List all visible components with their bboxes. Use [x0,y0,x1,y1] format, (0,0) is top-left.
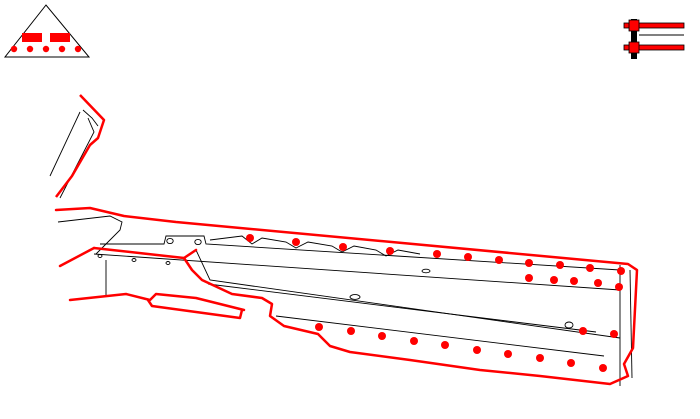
spot-weld-triangle-icon [3,4,91,58]
sill-panel-outline [57,215,633,386]
sill-cut-outline [54,206,639,386]
pillar-cut-line [55,94,106,198]
spot-welds [246,234,625,372]
pillar-outline [49,109,99,199]
weld-flange-symbol-icon [623,19,685,59]
